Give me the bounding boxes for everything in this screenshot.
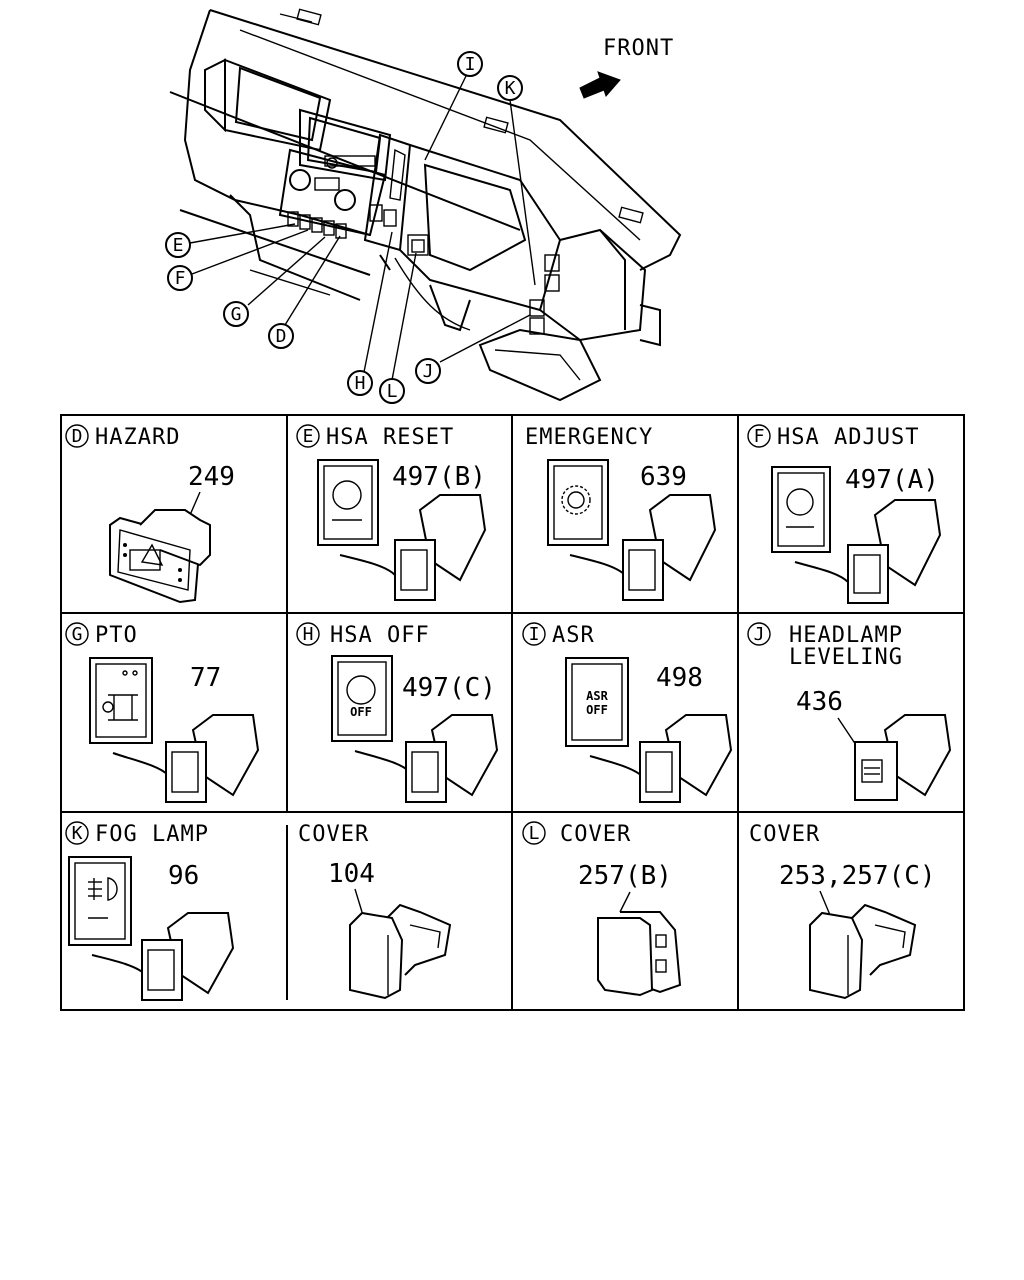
cover-icon	[349, 903, 452, 1000]
svg-text:G: G	[231, 304, 242, 325]
callout-F: F	[167, 265, 193, 291]
svg-text:257(B): 257(B)	[578, 861, 672, 891]
callout-I: I	[457, 51, 483, 77]
svg-text:LEVELING: LEVELING	[789, 645, 903, 670]
svg-text:EMERGENCY: EMERGENCY	[525, 425, 653, 450]
svg-text:PTO: PTO	[95, 623, 138, 648]
svg-text:HSA RESET: HSA RESET	[326, 425, 454, 450]
svg-text:HSA ADJUST: HSA ADJUST	[777, 425, 919, 450]
cell-key: D	[72, 426, 83, 447]
svg-text:OFF: OFF	[586, 703, 608, 717]
pto-icon	[89, 657, 153, 744]
callout-J: J	[415, 358, 441, 384]
cell-cover-104: COVER 104	[298, 822, 452, 1000]
callout-L: L	[379, 378, 405, 404]
cell-asr: I ASR 498 ASR OFF	[522, 622, 733, 803]
callout-H: H	[347, 370, 373, 396]
svg-text:OFF: OFF	[350, 705, 372, 719]
cell-cover-253-257c: COVER 253,257(C)	[749, 822, 936, 1000]
switch-body-icon	[165, 714, 260, 803]
headlamp-leveling-switch-icon	[854, 714, 952, 801]
svg-text:K: K	[72, 823, 83, 844]
callout-K: K	[497, 75, 523, 101]
svg-text:J: J	[754, 624, 765, 645]
cell-hsa-adjust: F HSA ADJUST 497(A)	[747, 424, 942, 604]
svg-text:HSA OFF: HSA OFF	[330, 623, 430, 648]
switch-body-icon	[394, 494, 487, 601]
svg-text:F: F	[175, 268, 186, 289]
cell-hsa-off: H HSA OFF 497(C) OFF	[296, 622, 499, 803]
svg-text:H: H	[355, 373, 366, 394]
cell-emergency: EMERGENCY 639	[525, 425, 717, 601]
cell-headlamp-leveling: J HEADLAMP LEVELING 436	[747, 622, 952, 801]
svg-text:K: K	[505, 78, 516, 99]
svg-text:I: I	[465, 54, 476, 75]
cell-pto: G PTO 77	[65, 622, 260, 803]
cover-icon	[597, 911, 682, 997]
svg-text:497(A): 497(A)	[845, 465, 939, 495]
switch-body-icon	[639, 714, 733, 803]
svg-text:COVER: COVER	[749, 822, 820, 847]
callout-G: G	[223, 301, 249, 327]
svg-text:L: L	[529, 823, 540, 844]
svg-text:96: 96	[168, 861, 199, 891]
svg-text:497(B): 497(B)	[392, 462, 486, 492]
switch-body-icon	[405, 714, 499, 803]
svg-text:498: 498	[656, 663, 703, 693]
svg-text:HEADLAMP: HEADLAMP	[789, 623, 903, 648]
svg-text:104: 104	[328, 859, 375, 889]
asr-off-icon: ASR OFF	[565, 657, 629, 747]
svg-text:FOG LAMP: FOG LAMP	[95, 822, 209, 847]
svg-text:497(C): 497(C)	[402, 673, 496, 703]
parts-grid	[60, 414, 965, 1011]
dashboard-overview: FRONT I K E F G	[165, 8, 682, 404]
svg-text:J: J	[423, 361, 434, 382]
svg-text:L: L	[387, 381, 398, 402]
switch-body-icon	[622, 494, 717, 601]
svg-text:H: H	[303, 624, 314, 645]
svg-text:436: 436	[796, 687, 843, 717]
cell-cover-257b: L COVER 257(B)	[522, 821, 682, 997]
svg-text:E: E	[173, 235, 184, 256]
switch-body-icon	[141, 912, 235, 1001]
fog-lamp-icon	[68, 856, 132, 946]
svg-text:I: I	[529, 624, 540, 645]
part-number: 249	[188, 462, 235, 492]
cell-hazard: D HAZARD 249	[65, 424, 235, 604]
svg-text:COVER: COVER	[298, 822, 369, 847]
cell-title: HAZARD	[95, 425, 180, 450]
cell-fog-lamp: K FOG LAMP 96	[65, 821, 235, 1001]
callout-D: D	[268, 323, 294, 349]
switch-body-icon	[847, 499, 942, 604]
front-arrow-icon	[579, 71, 621, 99]
hsa-adjust-icon	[771, 466, 831, 553]
svg-text:ASR: ASR	[552, 623, 595, 648]
callout-E: E	[165, 232, 191, 258]
cell-hsa-reset: E HSA RESET 497(B)	[296, 424, 487, 601]
svg-text:E: E	[303, 426, 314, 447]
emergency-gear-icon	[547, 459, 609, 546]
front-label: FRONT	[603, 36, 674, 61]
svg-text:D: D	[276, 326, 287, 347]
hsa-reset-icon	[317, 459, 379, 546]
svg-text:ASR: ASR	[586, 689, 608, 703]
cover-icon	[809, 903, 917, 1000]
svg-text:COVER: COVER	[560, 822, 631, 847]
hsa-off-icon: OFF	[331, 655, 393, 742]
svg-text:253,257(C): 253,257(C)	[779, 861, 936, 891]
svg-text:F: F	[754, 426, 765, 447]
hazard-switch-icon	[109, 509, 211, 604]
svg-text:639: 639	[640, 462, 687, 492]
svg-text:77: 77	[190, 663, 221, 693]
svg-text:G: G	[72, 624, 83, 645]
